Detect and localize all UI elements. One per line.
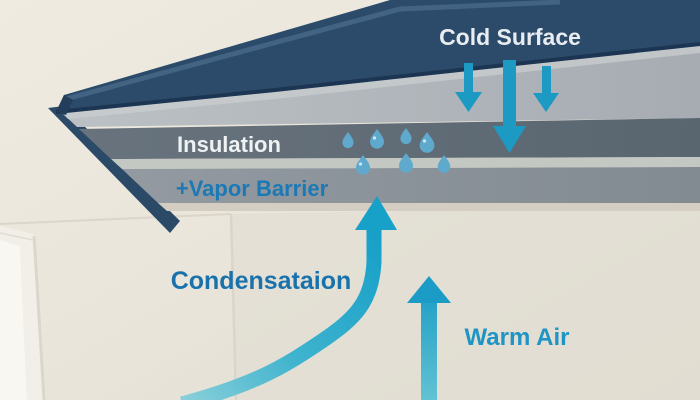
droplet-highlight <box>358 162 363 166</box>
water-droplet-icon <box>419 132 435 153</box>
roof-beam-bottom-edge <box>55 42 700 114</box>
cold-air-arrow-icon <box>455 63 482 112</box>
water-droplet-icon <box>342 132 354 149</box>
roof-beam-top-bevel <box>65 0 561 102</box>
condensation-flow-arrow-icon <box>180 196 397 400</box>
assembly-end-trim <box>48 106 180 233</box>
cold-air-arrow-icon <box>533 66 559 112</box>
droplet-highlight <box>422 139 427 143</box>
roof-beam-face <box>56 0 700 112</box>
soffit-shadow <box>158 203 700 211</box>
warm-air-label: Warm Air <box>465 324 570 351</box>
water-droplet-icon <box>399 153 413 173</box>
window <box>0 226 46 400</box>
window-glass <box>0 240 27 400</box>
insulation-label: Insulation <box>177 132 281 157</box>
water-droplet-icon <box>370 129 384 149</box>
condensation-label: Condensataion <box>171 267 352 295</box>
window-frame-top-edge <box>0 232 34 241</box>
warm-air-arrow-icon <box>407 276 451 400</box>
window-frame <box>0 226 43 400</box>
water-droplet-icon <box>356 155 370 175</box>
droplet-highlight <box>372 136 377 140</box>
roof-beam <box>55 0 700 115</box>
deck-panel-highlight <box>60 45 700 119</box>
ceiling-edge-line <box>0 213 232 225</box>
vapor-barrier-layer <box>122 167 700 203</box>
cold-air-arrows <box>455 60 559 153</box>
ceiling-assembly <box>60 45 700 211</box>
window-frame-shadow <box>32 235 46 400</box>
vapor-barrier-label: +Vapor Barrier <box>176 176 329 201</box>
roof-beam-end-cap <box>56 95 73 115</box>
right-wall <box>232 206 700 400</box>
wall-corner-line <box>229 213 238 400</box>
water-droplet-icon <box>437 155 451 173</box>
water-droplet-icon <box>400 128 412 145</box>
insulation-layer <box>79 118 700 159</box>
cold-air-arrow-icon <box>493 60 526 153</box>
cold-surface-label: Cold Surface <box>439 24 581 50</box>
condensation-droplets <box>342 128 451 175</box>
